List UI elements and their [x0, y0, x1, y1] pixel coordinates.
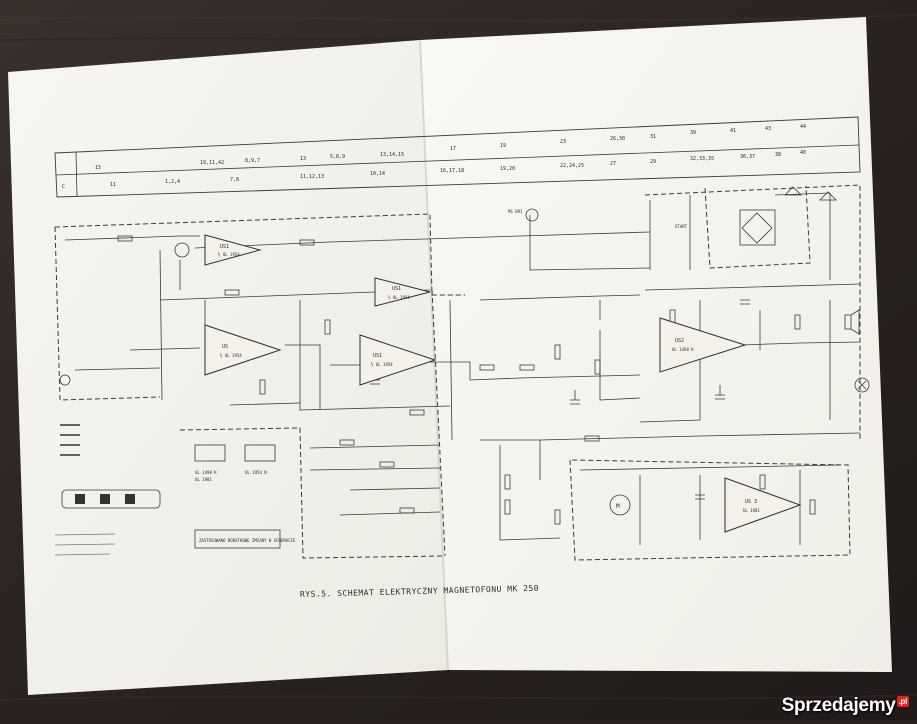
- note-box: [194, 529, 281, 549]
- header-row-1-a: 15: [95, 165, 101, 171]
- header-row-1-k: 31: [650, 134, 656, 140]
- header-row-2-h: 19,20: [500, 166, 515, 172]
- ic-us1-main-label: US1: [373, 353, 382, 359]
- header-row-1-g: 17: [450, 146, 456, 152]
- header-row-1-l: 39: [690, 130, 696, 136]
- watermark-suffix: .pl: [896, 695, 909, 707]
- transistor-symbol: [174, 242, 190, 258]
- header-row-1-c: 8,9,7: [245, 158, 260, 164]
- header-row-1-n: 43: [765, 126, 771, 132]
- ic-us1-main: [359, 334, 437, 386]
- ic-us1-top: [204, 234, 262, 266]
- header-row-2-n: 38: [775, 152, 781, 158]
- paper-fold: [419, 39, 449, 671]
- ic-us1-secondary-type: ½ UL 1954: [388, 295, 410, 300]
- header-row-2-d: 7,8: [230, 177, 239, 183]
- bridge-rectifier: [739, 209, 776, 246]
- legend-ic-2: UL 1901: [195, 477, 212, 482]
- header-row-1-f: 13,14,15: [380, 152, 404, 158]
- header-row-2-f: 10,14: [370, 171, 385, 177]
- speaker-symbol: [844, 314, 852, 330]
- header-row-2-o: 40: [800, 150, 806, 156]
- ic-us1-top-label: US1: [220, 244, 229, 250]
- misc-symbols: M MS DR1 START: [59, 186, 870, 516]
- ic-us1-secondary-label: US1: [392, 286, 401, 292]
- ic-us5-label: US: [222, 344, 228, 350]
- input-jack-symbol: [59, 374, 71, 386]
- legend-ic-3: UL 1954 N: [245, 470, 267, 475]
- integrated-circuits: US1 ½ UL 1954 US1 ½ UL 1954 US ½ UL 1954…: [204, 234, 802, 533]
- header-row-1-i: 23: [560, 139, 566, 145]
- header-row-2-m: 36,37: [740, 154, 755, 160]
- circuit-wiring: [64, 192, 861, 545]
- header-row-2-b: 11: [110, 182, 116, 188]
- header-row-2-e: 11,12,13: [300, 174, 324, 180]
- ic-us2-label: US2: [675, 338, 684, 344]
- start-label: START: [675, 224, 688, 229]
- header-row-1-b: 19,11,42: [200, 160, 224, 166]
- ic-us5-type: ½ UL 1954: [220, 353, 242, 358]
- header-row-1-j: 26,30: [610, 136, 625, 142]
- paper-right-half: [420, 17, 892, 672]
- header-row-2-i: 22,24,25: [560, 163, 584, 169]
- ic-us1-top-type: ½ UL 1954: [218, 252, 240, 257]
- header-table: 15 19,11,42 8,9,7 13 5,8,9 13,14,15 17 1…: [54, 116, 861, 198]
- header-row-1-m: 41: [730, 128, 736, 134]
- dashed-enclosures: [54, 184, 861, 561]
- header-row-2-c: 1,2,4: [165, 179, 180, 185]
- legend-section: UL 1498 K UL 1901 UL 1954 N ZASTOSOWANO …: [54, 424, 296, 556]
- passive-components: [117, 235, 816, 525]
- ic-us5: [204, 324, 282, 376]
- header-row-1-o: 44: [800, 124, 806, 130]
- warning-triangle-icon: [819, 191, 837, 201]
- motor-symbol: [609, 494, 631, 516]
- output-jack-symbol: [854, 377, 870, 393]
- header-row-1-d: 13: [300, 156, 306, 162]
- sprzedajemy-watermark: Sprzedajemy.pl: [782, 695, 909, 717]
- ms-label: MS DR1: [508, 209, 523, 214]
- header-row-2-a: C: [62, 184, 65, 190]
- ic-us1-main-type: ½ UL 1954: [371, 362, 393, 367]
- header-row-2-l: 32,33,35: [690, 156, 714, 162]
- connector-drawing: [61, 489, 161, 509]
- ms-switch-symbol: [525, 208, 539, 222]
- legend-ic-1: UL 1498 K: [195, 470, 217, 475]
- watermark-text: Sprzedajemy: [781, 695, 896, 716]
- header-row-1-e: 5,8,9: [330, 154, 345, 160]
- ic-us3-type: UL 1901: [743, 508, 760, 513]
- ic-us1-secondary: [374, 277, 431, 307]
- ic-us3: [724, 477, 802, 533]
- ic-us3-label: US 3: [745, 499, 757, 505]
- header-row-2-g: 16,17,18: [440, 168, 464, 174]
- header-row-2-j: 27: [610, 161, 616, 167]
- note-box-text: ZASTOSOWANO DODATKOWE ZMIANY W SCHEMACIE: [199, 538, 296, 543]
- header-row-2-k: 29: [650, 159, 656, 165]
- motor-label: M: [616, 503, 620, 510]
- ic-us2-type: UL 1498 K: [672, 347, 694, 352]
- ic-us2: [659, 317, 747, 373]
- header-row-1-h: 19: [500, 143, 506, 149]
